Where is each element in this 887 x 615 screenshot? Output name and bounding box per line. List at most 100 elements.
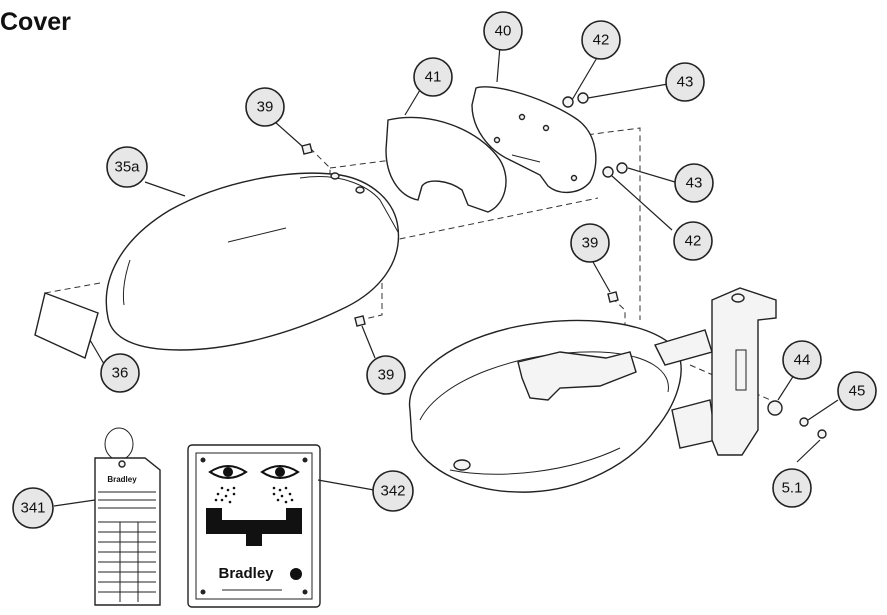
hang-tag: Bradley bbox=[94, 427, 161, 606]
brand-logo-icon bbox=[290, 568, 302, 580]
callout-5-1: 5.1 bbox=[772, 468, 812, 508]
sign-brand: Bradley bbox=[218, 565, 274, 582]
cover-slot bbox=[227, 227, 287, 243]
tag-rows bbox=[98, 491, 156, 602]
sign-screw-2 bbox=[302, 457, 308, 463]
leader-43a bbox=[587, 83, 669, 99]
leader-39b bbox=[592, 261, 611, 293]
callout-41: 41 bbox=[413, 57, 453, 97]
spray-head bbox=[517, 351, 637, 401]
callout-45: 45 bbox=[837, 371, 877, 411]
plate-body bbox=[471, 86, 597, 193]
callout-44: 44 bbox=[782, 340, 822, 380]
shield-body bbox=[385, 116, 507, 213]
svg-text:42: 42 bbox=[593, 32, 610, 49]
screw-5-1 bbox=[817, 429, 827, 439]
dash-line-screw-right bbox=[611, 297, 626, 340]
cover-hole-2 bbox=[355, 186, 365, 194]
bracket-slot bbox=[735, 349, 747, 391]
spray-dots-icon bbox=[214, 486, 294, 504]
svg-text:41: 41 bbox=[425, 69, 442, 86]
callout-342: 342 bbox=[372, 470, 414, 512]
svg-text:341: 341 bbox=[20, 500, 45, 517]
eyewash-sign: Bradley bbox=[187, 444, 321, 608]
fasteners-top bbox=[562, 92, 628, 178]
supply-pipe bbox=[654, 329, 713, 366]
screw-39-right bbox=[607, 291, 619, 303]
screw-39-bottom bbox=[354, 315, 366, 327]
svg-text:43: 43 bbox=[686, 175, 703, 192]
svg-text:342: 342 bbox=[380, 483, 405, 500]
leader-36 bbox=[89, 339, 105, 365]
callout-39-right: 39 bbox=[570, 223, 610, 263]
leader-39a bbox=[274, 121, 303, 147]
cover-crease bbox=[122, 259, 131, 306]
svg-text:40: 40 bbox=[495, 23, 512, 40]
washer-42-top bbox=[562, 96, 574, 108]
lower-pipe bbox=[671, 399, 717, 449]
plate-slot bbox=[511, 154, 541, 163]
callout-39-bottom: 39 bbox=[366, 355, 406, 395]
svg-text:5.1: 5.1 bbox=[782, 480, 803, 497]
callout-43-bottom: 43 bbox=[674, 163, 714, 203]
nut-43-top bbox=[577, 92, 589, 104]
bowl-rim bbox=[419, 351, 669, 421]
nut-43-bottom bbox=[616, 162, 628, 174]
callout-40: 40 bbox=[483, 11, 523, 51]
leader-39c bbox=[361, 325, 376, 359]
screw-39-top bbox=[301, 143, 313, 155]
fasteners-right bbox=[767, 400, 827, 439]
nut-44 bbox=[767, 400, 783, 416]
callout-341: 341 bbox=[12, 487, 54, 529]
leader-40 bbox=[496, 45, 501, 83]
svg-text:43: 43 bbox=[677, 74, 694, 91]
cover-body bbox=[105, 172, 400, 351]
leader-5-1 bbox=[796, 439, 821, 463]
leader-45 bbox=[807, 399, 839, 421]
eyewash-bowl bbox=[408, 287, 777, 493]
leader-42a bbox=[571, 55, 599, 101]
cover-edge bbox=[299, 176, 399, 233]
sign-inner-border bbox=[195, 452, 313, 600]
callouts: 40 42 43 41 39 35a 43 42 bbox=[12, 11, 877, 529]
sign-screw-3 bbox=[200, 589, 206, 595]
tag-eyelet bbox=[118, 460, 126, 468]
plate-hole-2 bbox=[542, 124, 550, 132]
callout-36: 36 bbox=[100, 353, 140, 393]
leader-44 bbox=[777, 374, 795, 401]
eyewash-fountain-icon bbox=[206, 508, 302, 546]
tag-brand: Bradley bbox=[107, 475, 137, 484]
page-heading: Cover bbox=[0, 8, 71, 36]
eye-right-pupil bbox=[275, 467, 285, 477]
callout-43-top: 43 bbox=[665, 62, 705, 102]
dash-line-bracket bbox=[689, 364, 776, 403]
leader-341 bbox=[53, 499, 96, 507]
dash-line-mid bbox=[379, 197, 599, 244]
leader-41 bbox=[404, 89, 421, 116]
bowl-drain bbox=[453, 459, 471, 471]
plate-hole-3 bbox=[493, 136, 501, 144]
eye-left-pupil bbox=[223, 467, 233, 477]
bowl-body bbox=[408, 319, 682, 493]
svg-text:39: 39 bbox=[378, 367, 395, 384]
svg-text:35a: 35a bbox=[114, 159, 140, 176]
tag-loop bbox=[104, 427, 134, 461]
leader-35a bbox=[144, 181, 186, 197]
callout-39-top: 39 bbox=[245, 87, 285, 127]
cover-hole-1 bbox=[330, 172, 340, 180]
sign-screw-1 bbox=[200, 457, 206, 463]
washer-42-bottom bbox=[602, 166, 614, 178]
callout-42-bottom: 42 bbox=[673, 221, 713, 261]
wall-bracket bbox=[711, 287, 777, 456]
dash-line-label bbox=[44, 282, 101, 294]
cover-shell bbox=[105, 172, 400, 351]
svg-text:39: 39 bbox=[257, 99, 274, 116]
svg-text:44: 44 bbox=[794, 352, 811, 369]
callout-35a: 35a bbox=[106, 146, 148, 188]
bowl-base bbox=[449, 447, 621, 475]
leader-342 bbox=[317, 479, 375, 491]
leader-42b bbox=[611, 175, 673, 231]
leader-43b bbox=[627, 167, 676, 183]
svg-text:39: 39 bbox=[582, 235, 599, 252]
